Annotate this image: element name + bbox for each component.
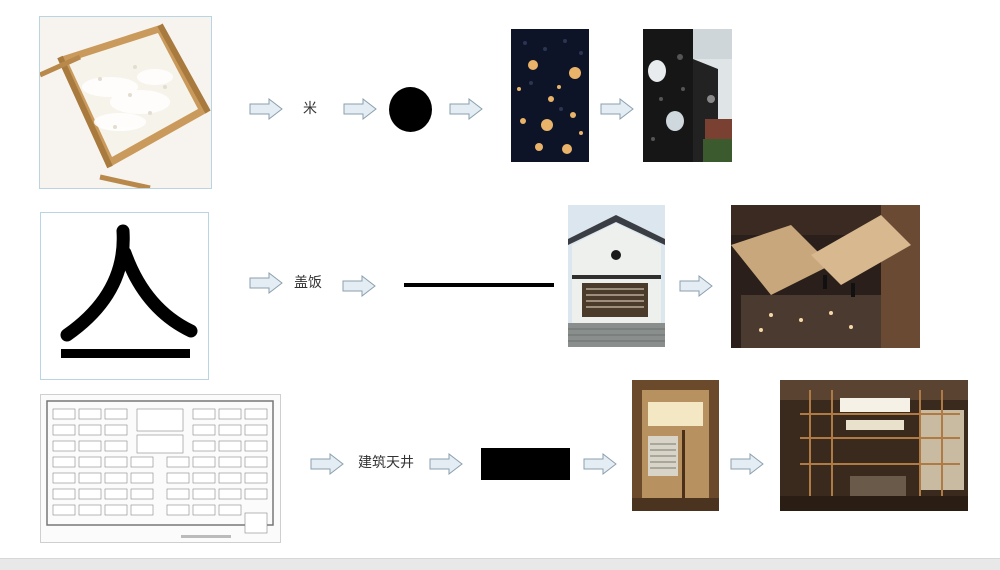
arrow-right-icon (249, 272, 283, 294)
arrow-right-icon (343, 98, 377, 120)
row-label-gaifan: 盖饭 (294, 275, 322, 291)
arrow-right-icon (679, 275, 713, 297)
arrow-right-icon (429, 453, 463, 475)
atrium-frame-image (780, 380, 968, 511)
arrow-right-icon (249, 98, 283, 120)
arrow-right-icon (342, 275, 376, 297)
city-plan-image (40, 394, 281, 543)
row-label-rice: 米 (303, 101, 317, 117)
row-label-courtyard: 建筑天井 (358, 455, 414, 471)
perforated-wall-image (511, 29, 589, 162)
gable-house-image (568, 205, 665, 347)
bottom-bar (0, 558, 1000, 570)
arrow-right-icon (730, 453, 764, 475)
black-facade-image (643, 29, 732, 162)
glyph-image (40, 212, 209, 380)
arrow-right-icon (310, 453, 344, 475)
rice-image (39, 16, 212, 189)
arrow-right-icon (600, 98, 634, 120)
arrow-right-icon (583, 453, 617, 475)
arrow-right-icon (449, 98, 483, 120)
skylight-interior-image (632, 380, 719, 511)
rectangle-symbol (481, 448, 570, 480)
line-symbol (404, 283, 554, 287)
mesh-ceiling-image (731, 205, 920, 348)
circle-symbol (389, 87, 432, 132)
